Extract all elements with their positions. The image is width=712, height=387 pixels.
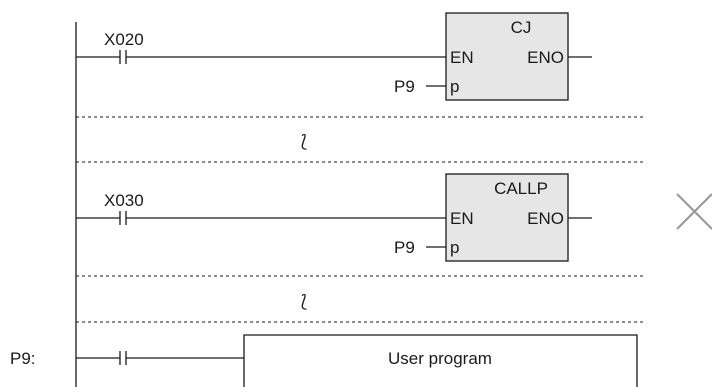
callp-pointer-pin: p xyxy=(450,238,459,257)
callp-eno-pin-label: ENO xyxy=(527,209,564,228)
callp-pointer-operand: P9 xyxy=(394,238,415,257)
cross-icon xyxy=(676,193,712,230)
callp-function-block xyxy=(445,173,569,262)
cj-pointer-pin: p xyxy=(450,77,459,96)
rung-3: P9: User program xyxy=(10,334,638,387)
cj-eno-pin-label: ENO xyxy=(527,48,564,67)
cj-block-name: CJ xyxy=(511,18,532,37)
pointer-label-p9: P9: xyxy=(10,349,36,368)
contact-icon xyxy=(119,211,127,225)
callp-en-pin-label: EN xyxy=(450,209,474,228)
contact-label-x020: X020 xyxy=(104,30,144,49)
program-break-symbol-2: ⟅ xyxy=(301,292,308,311)
cj-pointer-operand: P9 xyxy=(394,77,415,96)
contact-icon xyxy=(119,351,127,365)
contact-icon xyxy=(119,50,127,64)
user-program-label: User program xyxy=(388,349,492,368)
cj-en-pin-label: EN xyxy=(450,48,474,67)
rung-1: X020 CJ EN ENO P9 p xyxy=(76,12,592,101)
rung-2: X030 CALLP EN ENO P9 p xyxy=(76,173,592,262)
program-break-symbol-1: ⟅ xyxy=(301,132,308,151)
cj-function-block xyxy=(445,12,569,101)
contact-label-x030: X030 xyxy=(104,191,144,210)
callp-block-name: CALLP xyxy=(494,179,548,198)
user-program-box xyxy=(243,334,638,387)
